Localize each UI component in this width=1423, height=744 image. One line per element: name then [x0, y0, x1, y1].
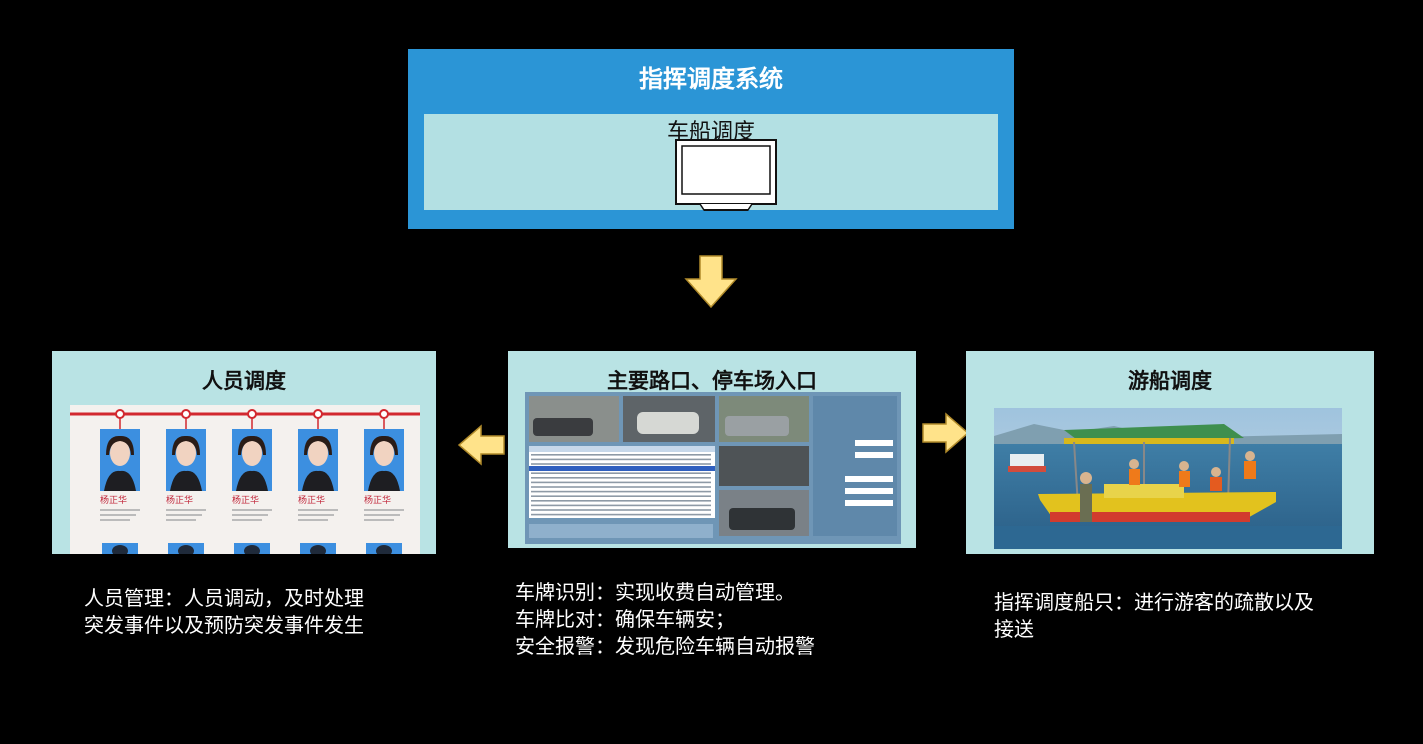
system-box: 指挥调度系统 车船调度 — [408, 49, 1014, 229]
description-line: 接送 — [994, 617, 1034, 641]
system-inner-panel: 车船调度 — [424, 114, 998, 211]
arrow-right-icon — [922, 412, 970, 454]
staff-photo-board: 杨正华 杨正华 杨正华 杨正华 杨正华 — [70, 405, 420, 554]
description-vehicle: 车牌识别：实现收费自动管理。 车牌比对：确保车辆安； 安全报警：发现危险车辆自动… — [515, 579, 815, 660]
arrow-left-icon — [457, 424, 505, 466]
description-line: 车牌识别：实现收费自动管理。 — [515, 580, 795, 604]
panel-personnel: 人员调度 杨正华 杨正华 杨正华 杨正华 杨正华 — [52, 351, 436, 554]
svg-text:杨正华: 杨正华 — [166, 494, 193, 506]
description-line: 车牌比对：确保车辆安； — [515, 607, 735, 631]
plate-recognition-screenshot — [525, 392, 901, 544]
system-title: 指挥调度系统 — [639, 65, 783, 93]
description-line: 安全报警：发现危险车辆自动报警 — [515, 634, 815, 658]
tour-boat-photo — [994, 408, 1342, 549]
monitor-icon — [675, 139, 777, 211]
panel-title-personnel: 人员调度 — [202, 369, 286, 393]
panel-title-vehicle: 主要路口、停车场入口 — [607, 369, 817, 393]
arrow-down-icon — [684, 255, 738, 309]
svg-text:杨正华: 杨正华 — [364, 494, 391, 506]
svg-text:杨正华: 杨正华 — [100, 494, 127, 506]
description-boat: 指挥调度船只：进行游客的疏散以及 接送 — [994, 589, 1314, 643]
svg-text:杨正华: 杨正华 — [232, 494, 259, 506]
panel-vehicle: 主要路口、停车场入口 — [508, 351, 916, 548]
description-line: 人员管理：人员调动，及时处理 — [84, 586, 364, 610]
description-personnel: 人员管理：人员调动，及时处理 突发事件以及预防突发事件发生 — [84, 585, 364, 639]
panel-title-boat: 游船调度 — [1128, 369, 1212, 393]
description-line: 突发事件以及预防突发事件发生 — [84, 613, 364, 637]
panel-boat: 游船调度 — [966, 351, 1374, 554]
svg-text:杨正华: 杨正华 — [298, 494, 325, 506]
description-line: 指挥调度船只：进行游客的疏散以及 — [994, 590, 1314, 614]
